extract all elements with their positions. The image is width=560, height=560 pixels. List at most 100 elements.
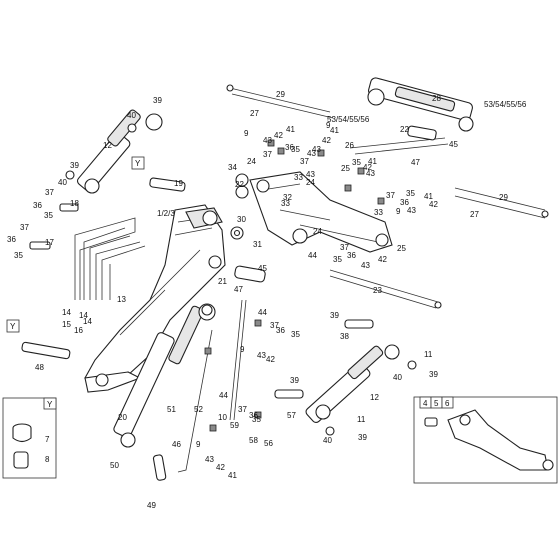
callout-35: 35 [252, 415, 261, 424]
callout-35: 35 [333, 255, 342, 264]
inset-variant [413, 396, 558, 484]
callout-35: 35 [14, 251, 23, 260]
callout-27: 27 [250, 109, 259, 118]
callout-35: 35 [291, 145, 300, 154]
callout-13: 13 [117, 295, 126, 304]
callout-42: 42 [429, 200, 438, 209]
callout-22: 22 [400, 125, 409, 134]
callout-44: 44 [308, 251, 317, 260]
callout-58: 58 [249, 436, 258, 445]
callout-39: 39 [153, 96, 162, 105]
callout-56: 56 [264, 439, 273, 448]
callout-37: 37 [270, 321, 279, 330]
callout-11: 11 [357, 415, 366, 424]
callout-33: 33 [294, 173, 303, 182]
callout-37: 37 [263, 150, 272, 159]
callout-14: 14 [62, 308, 71, 317]
dipper-arm [249, 171, 393, 253]
callout-14: 14 [79, 311, 88, 320]
callout-9: 9 [396, 207, 401, 216]
callout-17: 17 [45, 238, 54, 247]
callout-12: 12 [103, 141, 112, 150]
callout-25: 25 [341, 164, 350, 173]
callout-40: 40 [127, 111, 136, 120]
callout-35: 35 [406, 189, 415, 198]
callout-14: 14 [83, 317, 92, 326]
callout-46: 46 [172, 440, 181, 449]
callout-44: 44 [219, 391, 228, 400]
callout-30: 30 [237, 215, 246, 224]
callout-42: 42 [274, 131, 283, 140]
callout-18: 18 [70, 199, 79, 208]
callout-36: 36 [347, 251, 356, 260]
callout-37: 37 [386, 191, 395, 200]
inset-detail-y [2, 397, 57, 479]
callout-52: 52 [194, 405, 203, 414]
callout-36: 36 [33, 201, 42, 210]
callout-9: 9 [244, 129, 249, 138]
callout-36: 36 [249, 411, 258, 420]
callout-10: 10 [218, 413, 227, 422]
callout-39: 39 [330, 311, 339, 320]
callout-20: 20 [118, 413, 127, 422]
callout-40: 40 [58, 178, 67, 187]
right-cylinder [305, 344, 400, 424]
callout-37: 37 [45, 188, 54, 197]
callout-42: 42 [266, 355, 275, 364]
callout-37: 37 [20, 223, 29, 232]
callout-36: 36 [400, 198, 409, 207]
callout-29: 29 [276, 90, 285, 99]
callout-31: 31 [253, 240, 262, 249]
callout-50: 50 [110, 461, 119, 470]
callout-34: 34 [228, 163, 237, 172]
inset-variant-label: 5 [434, 399, 439, 408]
callout-12: 12 [370, 393, 379, 402]
callout-36: 36 [7, 235, 16, 244]
callout-59: 59 [230, 421, 239, 430]
callout-42: 42 [378, 255, 387, 264]
callout-7: 7 [45, 435, 50, 444]
view-tag-y: Y [47, 400, 53, 409]
tie-rods [177, 84, 549, 473]
callout-9: 9 [240, 345, 245, 354]
callout-42: 42 [322, 136, 331, 145]
pipe-bundle [74, 217, 146, 300]
view-tag-y: Y [135, 159, 141, 168]
callout-44: 44 [258, 308, 267, 317]
callout-41: 41 [286, 125, 295, 134]
callout-21: 21 [218, 277, 227, 286]
callout-45: 45 [258, 264, 267, 273]
callout-32: 32 [283, 193, 292, 202]
callout-43: 43 [366, 169, 375, 178]
inset-variant-label: 4 [423, 399, 428, 408]
callout-37: 37 [238, 405, 247, 414]
callout-43: 43 [257, 351, 266, 360]
top-right-cylinder [367, 77, 474, 132]
callout-49: 49 [147, 501, 156, 510]
callout-27: 27 [470, 210, 479, 219]
callout-53-54-55-56: 53/54/55/56 [327, 115, 370, 124]
callout-33: 33 [281, 199, 290, 208]
callout-35: 35 [44, 211, 53, 220]
callout-33: 33 [374, 208, 383, 217]
callout-9: 9 [196, 440, 201, 449]
callout-43: 43 [205, 455, 214, 464]
callout-43: 43 [312, 145, 321, 154]
callout-39: 39 [429, 370, 438, 379]
callout-25: 25 [397, 244, 406, 253]
callout-15: 15 [62, 320, 71, 329]
callout-29: 29 [499, 193, 508, 202]
view-tags [6, 156, 145, 333]
callout-24: 24 [313, 227, 322, 236]
callout-41: 41 [368, 157, 377, 166]
callout-37: 37 [300, 157, 309, 166]
callout-43: 43 [361, 261, 370, 270]
callout-41: 41 [228, 471, 237, 480]
callout-40: 40 [393, 373, 402, 382]
pins [21, 123, 437, 481]
callout-36: 36 [285, 143, 294, 152]
callout-47: 47 [411, 158, 420, 167]
callout-41: 41 [330, 126, 339, 135]
callout-42: 42 [363, 163, 372, 172]
callout-53-54-55-56: 53/54/55/56 [484, 100, 527, 109]
